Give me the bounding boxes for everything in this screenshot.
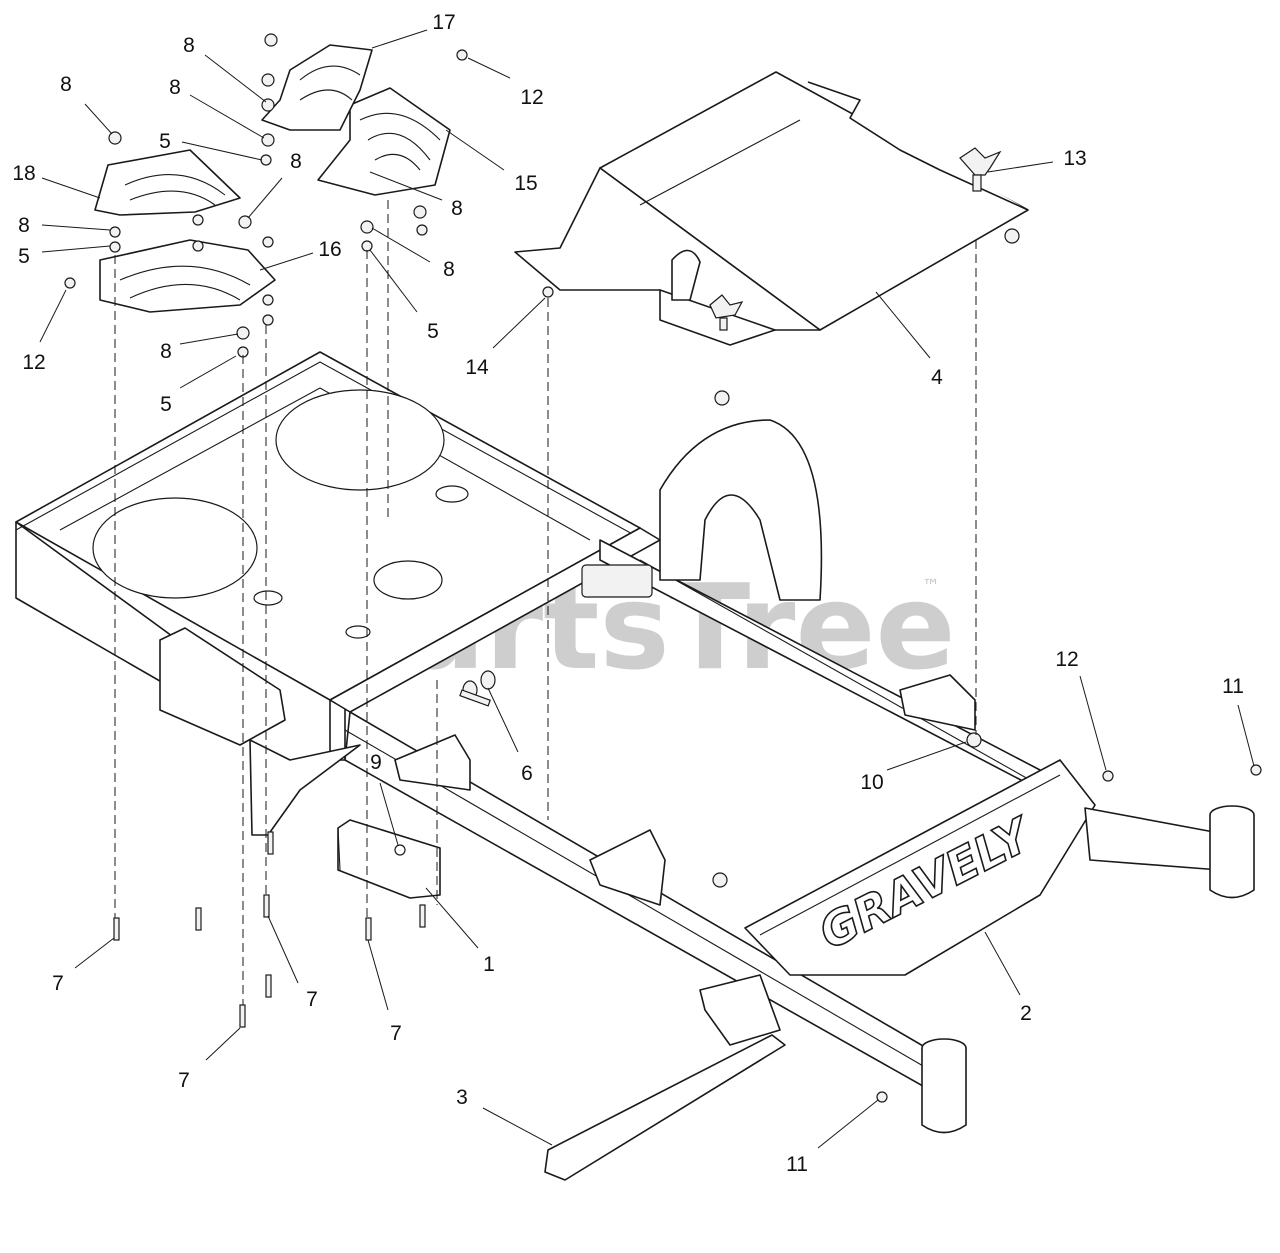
callout-10: 10 (860, 771, 883, 794)
callout-8: 8 (60, 73, 72, 96)
part-3-bar (544, 1034, 786, 1181)
callout-3: 3 (456, 1086, 468, 1109)
callout-6: 6 (521, 762, 533, 785)
callout-1: 1 (483, 953, 495, 976)
callout-11: 11 (1222, 675, 1244, 698)
callout-16: 16 (318, 238, 341, 261)
callout-18: 18 (12, 162, 35, 185)
callouts: 17 8 12 8 8 5 8 15 13 18 8 8 5 16 8 12 5… (12, 11, 1244, 1176)
callout-17: 17 (432, 11, 455, 34)
callout-12: 12 (22, 351, 45, 374)
callout-12: 12 (1055, 648, 1078, 671)
callout-2: 2 (1020, 1002, 1032, 1025)
rear-bracket (159, 419, 823, 836)
callout-5: 5 (427, 320, 439, 343)
main-frame-plate (15, 351, 641, 761)
assembly-dashes (114, 200, 977, 1005)
callout-5: 5 (160, 393, 172, 416)
callout-9: 9 (370, 751, 382, 774)
caster-arms (699, 805, 1255, 1134)
callout-7: 7 (390, 1022, 402, 1045)
callout-12: 12 (520, 86, 543, 109)
part-15-plate (317, 87, 451, 196)
callout-8: 8 (160, 340, 172, 363)
callout-13: 13 (1063, 147, 1086, 170)
callout-8: 8 (451, 197, 463, 220)
part-1-bracket (337, 819, 441, 899)
callout-4: 4 (931, 366, 943, 389)
callout-11: 11 (786, 1153, 808, 1176)
callout-15: 15 (514, 172, 537, 195)
callout-8: 8 (183, 34, 195, 57)
part-2-bumper: GRAVELY (744, 759, 1096, 976)
hardware (64, 33, 1262, 1103)
callout-7: 7 (52, 972, 64, 995)
leader-lines (39, 29, 1255, 1149)
callout-8: 8 (443, 258, 455, 281)
callout-14: 14 (465, 356, 489, 379)
callout-7: 7 (306, 988, 318, 1011)
callout-8: 8 (169, 76, 181, 99)
callout-7: 7 (178, 1069, 190, 1092)
part-18-plate (94, 149, 241, 216)
part-16-plate (99, 239, 276, 313)
frame-rails (329, 527, 1041, 1091)
callout-5: 5 (18, 245, 30, 268)
part-4-cover (514, 71, 1029, 346)
part-13-knob (709, 147, 1002, 331)
callout-8: 8 (290, 150, 302, 173)
watermark-trademark: ™ (922, 576, 940, 597)
callout-8: 8 (18, 214, 30, 237)
callout-5: 5 (159, 130, 171, 153)
